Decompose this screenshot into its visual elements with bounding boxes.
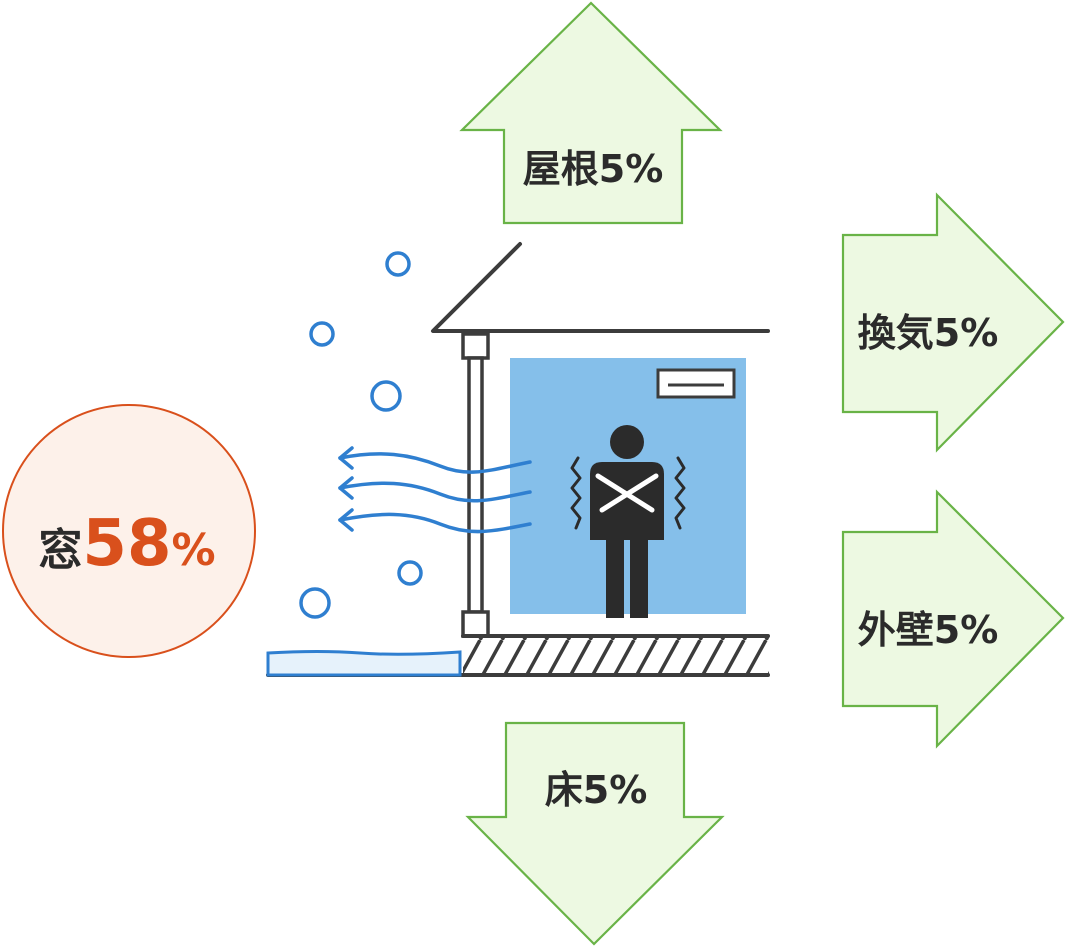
window-heat-loss: 窓58% <box>2 404 256 658</box>
floor-arrow: 床5% <box>465 721 725 946</box>
snowflake-circle-icon <box>397 560 423 586</box>
exterior-wall-arrow-shape <box>841 489 1065 749</box>
snowflake-circle-icon <box>309 321 335 347</box>
floor-unit: % <box>609 768 647 812</box>
exterior-wall-label: 外壁 <box>858 608 934 652</box>
window-circle <box>2 404 256 658</box>
house-illustration <box>266 242 770 677</box>
wall-pillar <box>467 356 484 614</box>
window-value: 58 <box>82 507 171 581</box>
snowflake-circle-icon <box>370 380 402 412</box>
exterior-wall-arrow: 外壁5% <box>841 489 1065 749</box>
ventilation-label: 換気 <box>858 311 934 355</box>
roof-label: 屋根 <box>523 147 599 191</box>
ventilation-unit: % <box>960 311 998 355</box>
roof-arrow-shape <box>459 1 723 225</box>
window-heat-loss-text: 窓58% <box>38 507 215 581</box>
air-conditioner-icon <box>656 368 736 399</box>
roof-line <box>431 242 770 333</box>
cold-wind-icon <box>338 446 532 534</box>
exterior-wall-value: 5 <box>934 608 960 652</box>
ventilation-arrow: 換気5% <box>841 192 1065 453</box>
window-unit: % <box>171 525 215 576</box>
shivering-person-icon <box>570 425 686 618</box>
exterior-wall-arrow-label: 外壁5% <box>858 608 999 652</box>
floor-label: 床 <box>545 768 583 812</box>
exterior-wall-unit: % <box>960 608 998 652</box>
wall-bottom-cap <box>461 610 490 638</box>
roof-unit: % <box>625 147 663 191</box>
floor-slab <box>463 636 769 675</box>
roof-value: 5 <box>599 147 625 191</box>
ventilation-value: 5 <box>934 311 960 355</box>
roof-arrow-label: 屋根5% <box>523 147 664 191</box>
window-label: 窓 <box>38 525 82 576</box>
outdoor-ground <box>266 650 462 677</box>
floor-arrow-shape <box>465 721 725 946</box>
ventilation-arrow-label: 換気5% <box>858 311 999 355</box>
ventilation-arrow-shape <box>841 192 1065 453</box>
snowflake-circle-icon <box>385 251 411 277</box>
snowflake-circle-icon <box>299 587 331 619</box>
floor-arrow-label: 床5% <box>545 768 648 812</box>
roof-arrow: 屋根5% <box>459 1 723 225</box>
wall-top-cap <box>461 332 490 360</box>
floor-value: 5 <box>583 768 609 812</box>
